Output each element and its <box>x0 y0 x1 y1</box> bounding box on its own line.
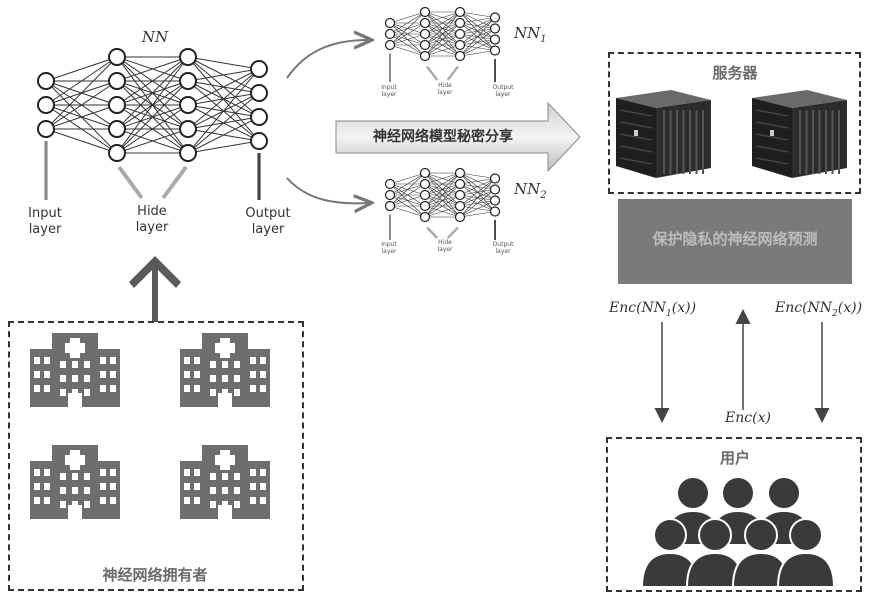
hospital-icon-4 <box>180 445 270 519</box>
hospital-icon-3 <box>30 445 120 519</box>
hospital-icon-1 <box>30 333 120 407</box>
hospital-icon-2 <box>180 333 270 407</box>
owner-title: 神经网络拥有者 <box>60 564 250 585</box>
